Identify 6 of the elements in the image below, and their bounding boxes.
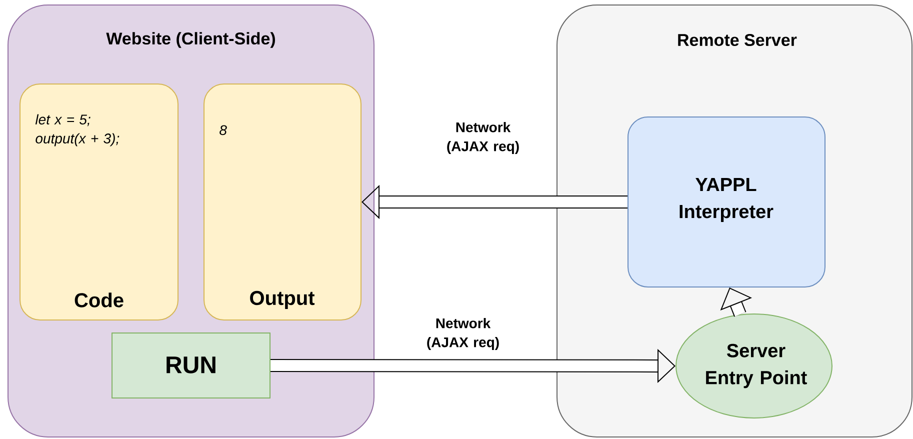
- output-panel: 8 Output: [204, 84, 362, 320]
- edge-label: Network (AJAX req): [447, 122, 519, 154]
- run-button: RUN: [112, 332, 270, 398]
- process-box: YAPPL Interpreter: [628, 116, 826, 288]
- code-panel: let x = 5; output(x + 3); Code: [20, 84, 178, 320]
- edge-label: Network (AJAX req): [427, 318, 499, 350]
